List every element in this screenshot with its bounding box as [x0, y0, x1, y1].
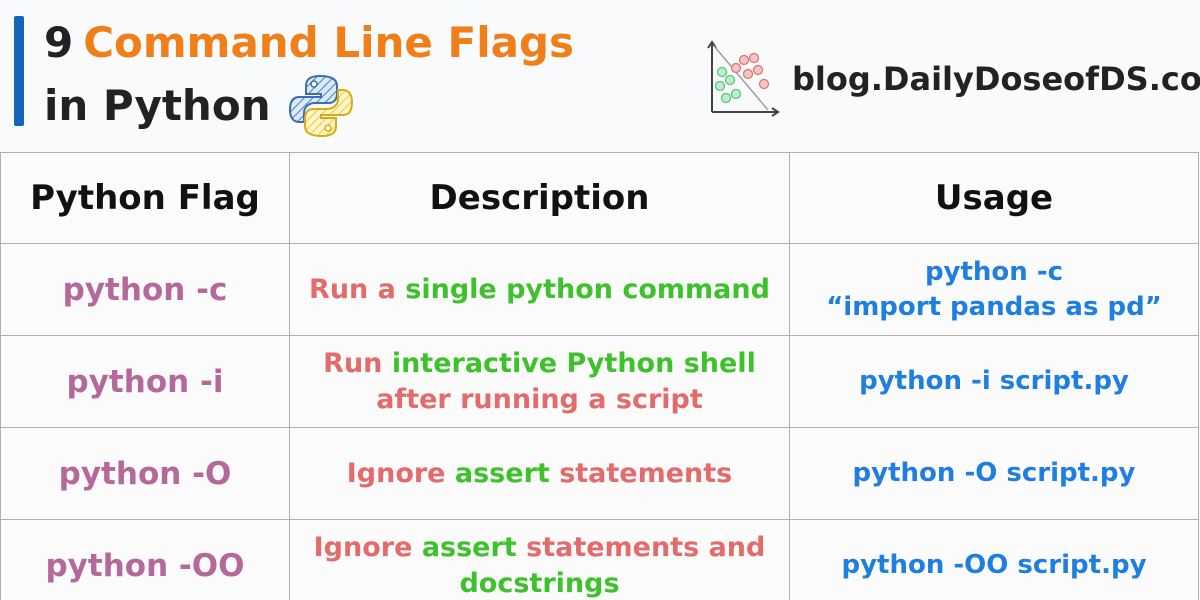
flag-cell: python -c — [0, 243, 290, 336]
desc-highlight: assert — [454, 457, 550, 489]
usage-cell: python -OO script.py — [789, 519, 1199, 600]
desc-text: after running a script — [376, 383, 703, 415]
desc-highlight: docstrings — [459, 567, 620, 599]
flag-cell: python -OO — [0, 519, 290, 600]
flag-cell: python -O — [0, 427, 290, 520]
desc-text: Run — [323, 347, 392, 379]
description-cell: Run interactive Python shell after runni… — [289, 335, 790, 428]
usage-cell: python -c “import pandas as pd” — [789, 243, 1199, 336]
table-row: python -c Run a single python command py… — [0, 243, 1199, 336]
usage-cell: python -O script.py — [789, 427, 1199, 520]
title-highlight: Command Line Flags — [83, 18, 575, 67]
usage-cell: python -i script.py — [789, 335, 1199, 428]
usage-line: python -i script.py — [859, 366, 1129, 396]
desc-text: Ignore — [313, 531, 422, 563]
title-line-2: in Python — [44, 72, 574, 140]
title-accent-bar — [14, 16, 24, 126]
table-row: python -OO Ignore assert statements and … — [0, 519, 1199, 600]
python-logo-icon — [288, 74, 353, 138]
desc-highlight: interactive Python shell — [391, 347, 756, 379]
usage-line: “import pandas as pd” — [826, 291, 1162, 322]
brand: blog.DailyDoseofDS.com — [706, 40, 1200, 118]
desc-text: Run a — [309, 273, 406, 305]
desc-highlight: single python command — [405, 273, 770, 305]
flag-cell: python -i — [0, 335, 290, 428]
flags-table: Python Flag Description Usage python -c … — [0, 152, 1199, 600]
description-cell: Ignore assert statements — [289, 427, 790, 520]
table-header-row: Python Flag Description Usage — [0, 152, 1199, 244]
usage-line: python -O script.py — [852, 458, 1136, 488]
desc-text: statements — [549, 457, 733, 489]
desc-text: Ignore — [346, 457, 455, 489]
table-row: python -i Run interactive Python shell a… — [0, 335, 1199, 428]
desc-highlight: assert — [421, 531, 517, 563]
scatter-plot-logo-icon — [707, 40, 780, 117]
header-usage: Usage — [789, 152, 1199, 244]
usage-line: python -c — [924, 256, 1064, 287]
usage-line: python -OO script.py — [841, 550, 1147, 580]
table-row: python -O Ignore assert statements pytho… — [0, 427, 1199, 520]
desc-text: statements and — [516, 531, 766, 563]
header-description: Description — [289, 152, 790, 244]
description-cell: Run a single python command — [289, 243, 790, 336]
title-subtitle: in Python — [44, 81, 271, 130]
title-number: 9 — [44, 18, 74, 67]
header-python-flag: Python Flag — [0, 152, 290, 244]
description-cell: Ignore assert statements and docstrings — [289, 519, 790, 600]
brand-url[interactable]: blog.DailyDoseofDS.com — [792, 60, 1200, 98]
